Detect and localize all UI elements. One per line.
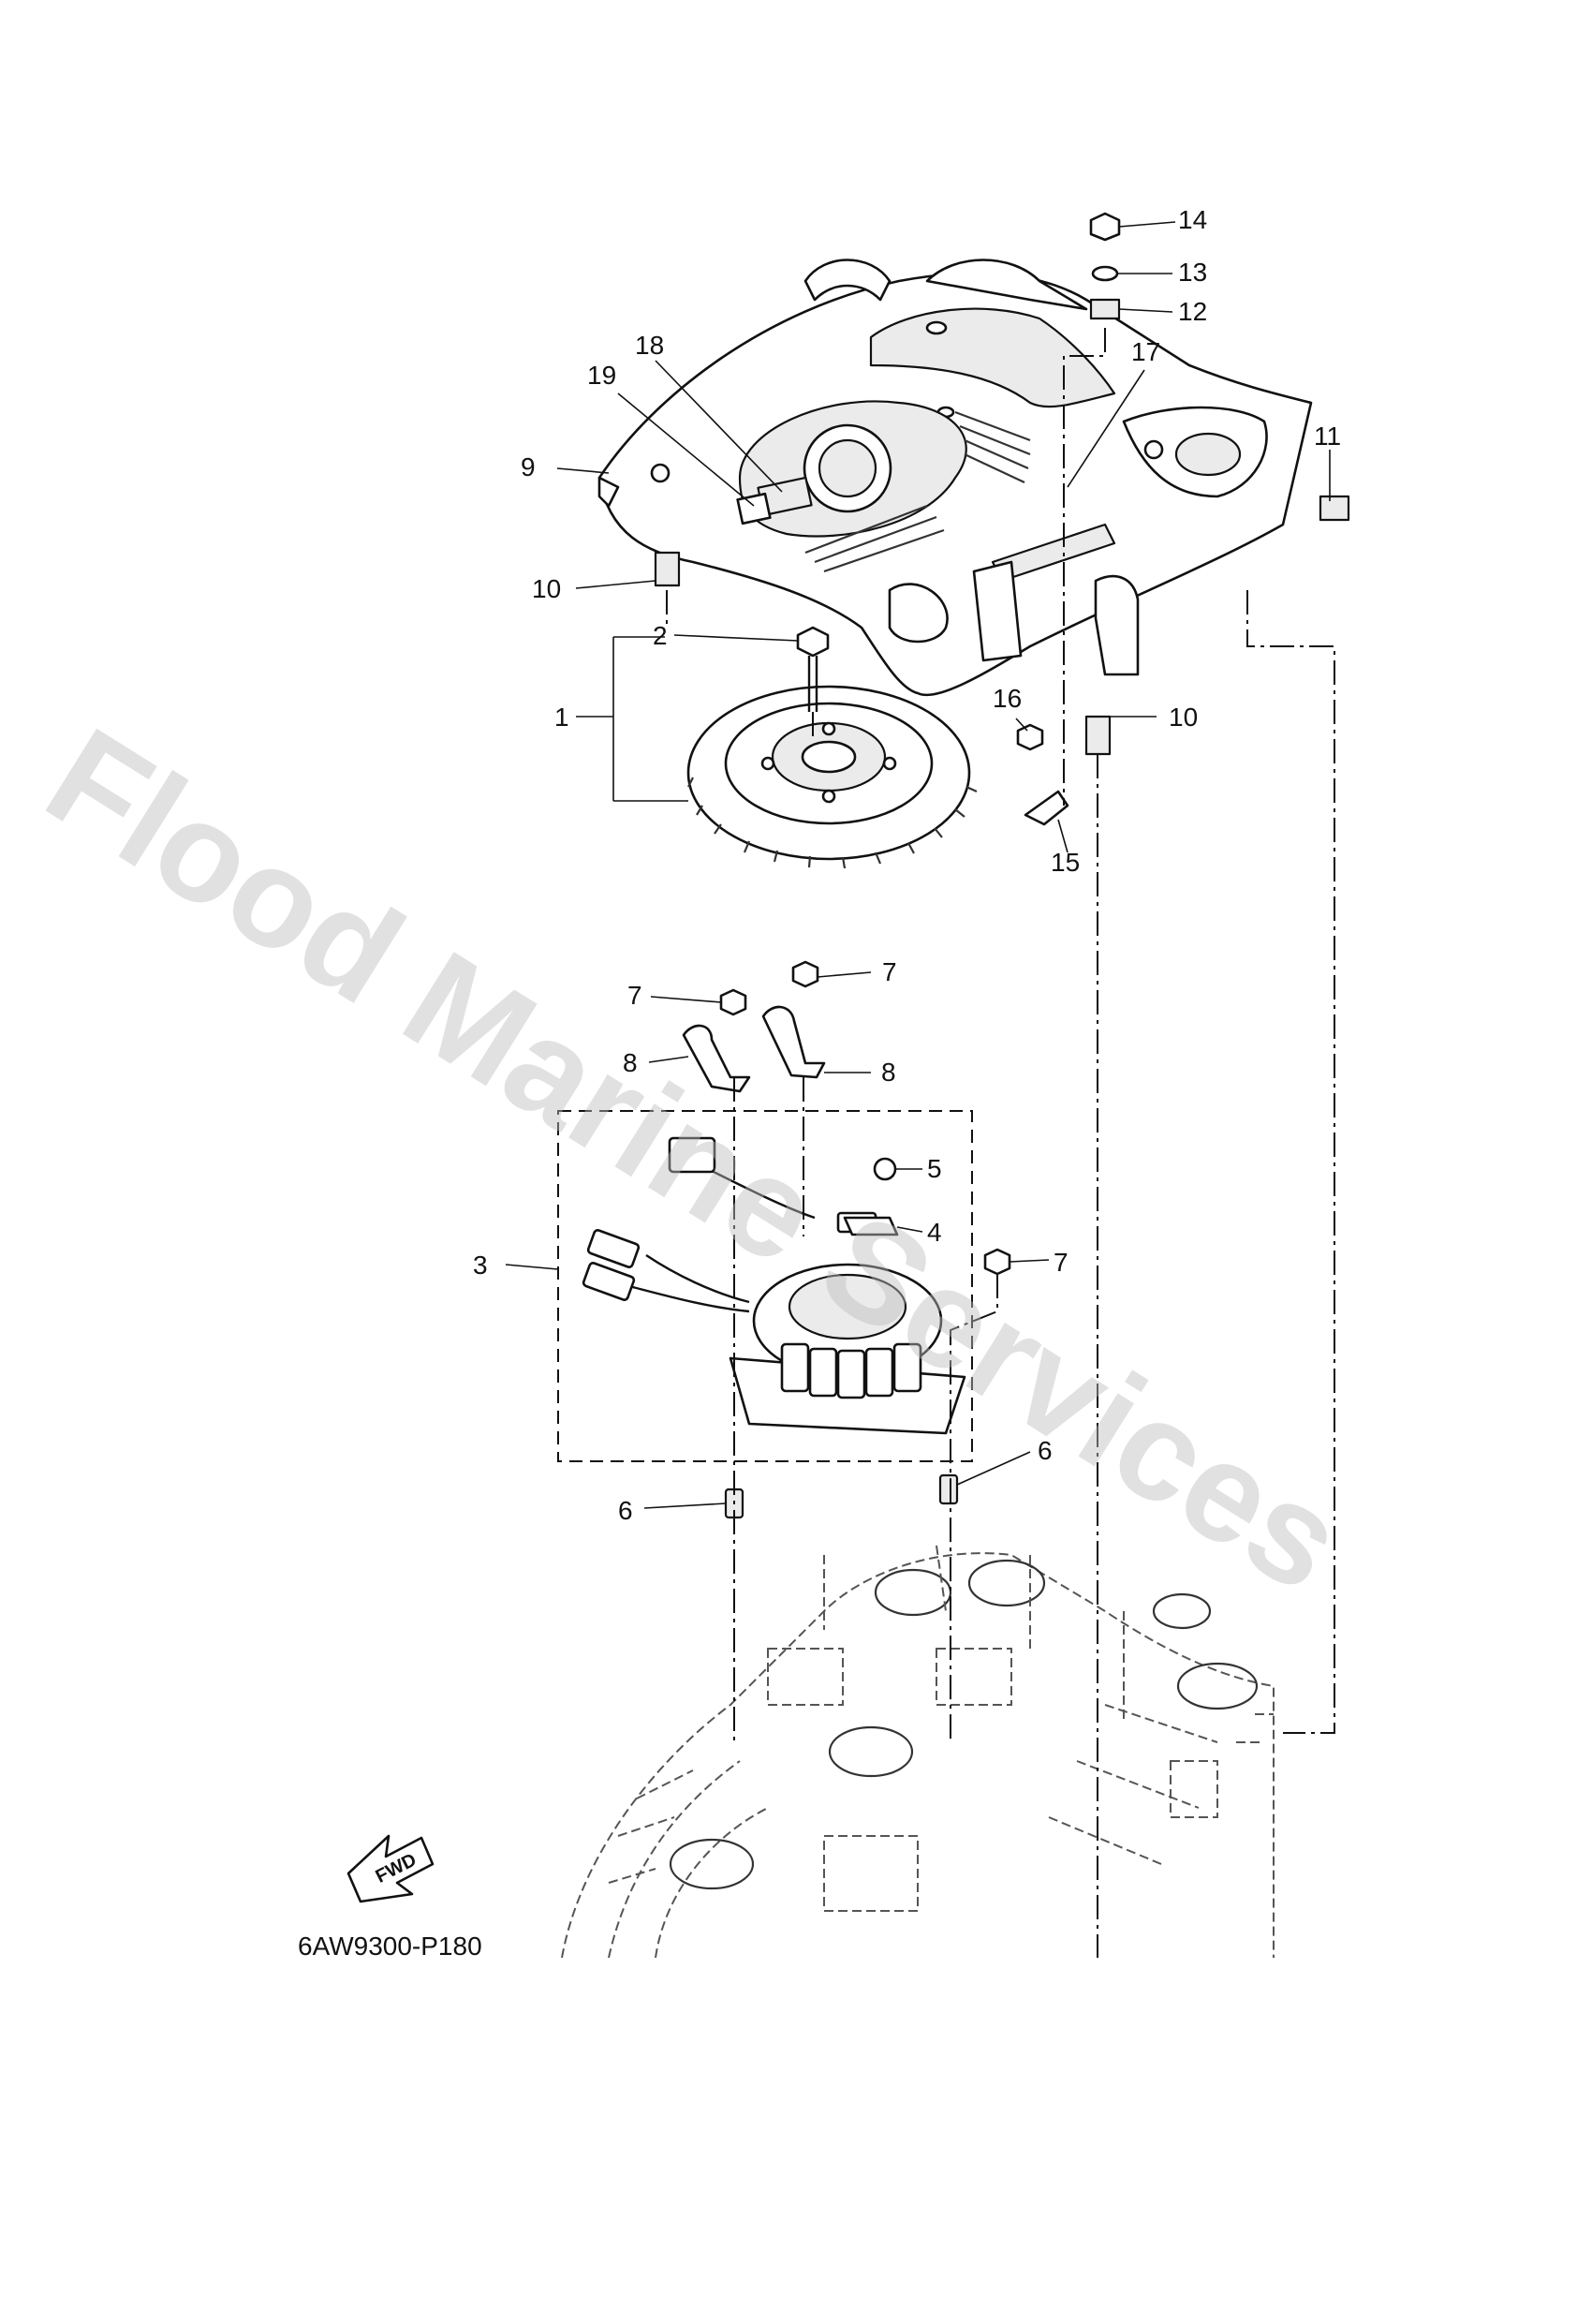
callout-8-right: 8: [881, 1058, 896, 1087]
callout-10-top: 10: [532, 574, 561, 603]
callout-11: 11: [1314, 422, 1341, 451]
callout-19: 19: [587, 361, 616, 390]
callout-5: 5: [927, 1154, 942, 1183]
callout-6-left: 6: [618, 1496, 633, 1525]
fwd-arrow-icon: FWD: [346, 1834, 435, 1903]
flywheel: [686, 685, 978, 869]
callout-7-right: 7: [1054, 1248, 1069, 1277]
alignment-lines: [666, 328, 1335, 1958]
engine-block: [561, 1545, 1275, 1959]
leader-lines: [505, 221, 1331, 1509]
callout-7-middle: 7: [882, 957, 897, 986]
callout-7-left: 7: [627, 981, 642, 1010]
callout-16: 16: [993, 684, 1022, 713]
callout-3: 3: [473, 1251, 488, 1280]
callout-15: 15: [1051, 848, 1080, 877]
callout-9: 9: [521, 452, 536, 481]
callout-13: 13: [1178, 258, 1207, 287]
callout-4: 4: [927, 1218, 942, 1247]
watermark-text: Flood Marine Services: [22, 698, 1369, 1621]
callout-17: 17: [1131, 337, 1160, 366]
callout-2: 2: [653, 621, 668, 650]
callout-1: 1: [554, 703, 569, 732]
callout-10-right: 10: [1169, 703, 1198, 732]
callout-6-right: 6: [1038, 1436, 1053, 1465]
callout-14: 14: [1178, 205, 1207, 234]
part-code-label: 6AW9300-P180: [298, 1932, 482, 1961]
callout-labels: 14 13 12 18 19 17 11 9 10 2 1 16 10 15 7…: [473, 205, 1341, 1525]
callout-8-left: 8: [623, 1048, 638, 1077]
flywheel-cover: [597, 259, 1313, 697]
callout-18: 18: [635, 331, 664, 360]
callout-12: 12: [1178, 297, 1207, 326]
